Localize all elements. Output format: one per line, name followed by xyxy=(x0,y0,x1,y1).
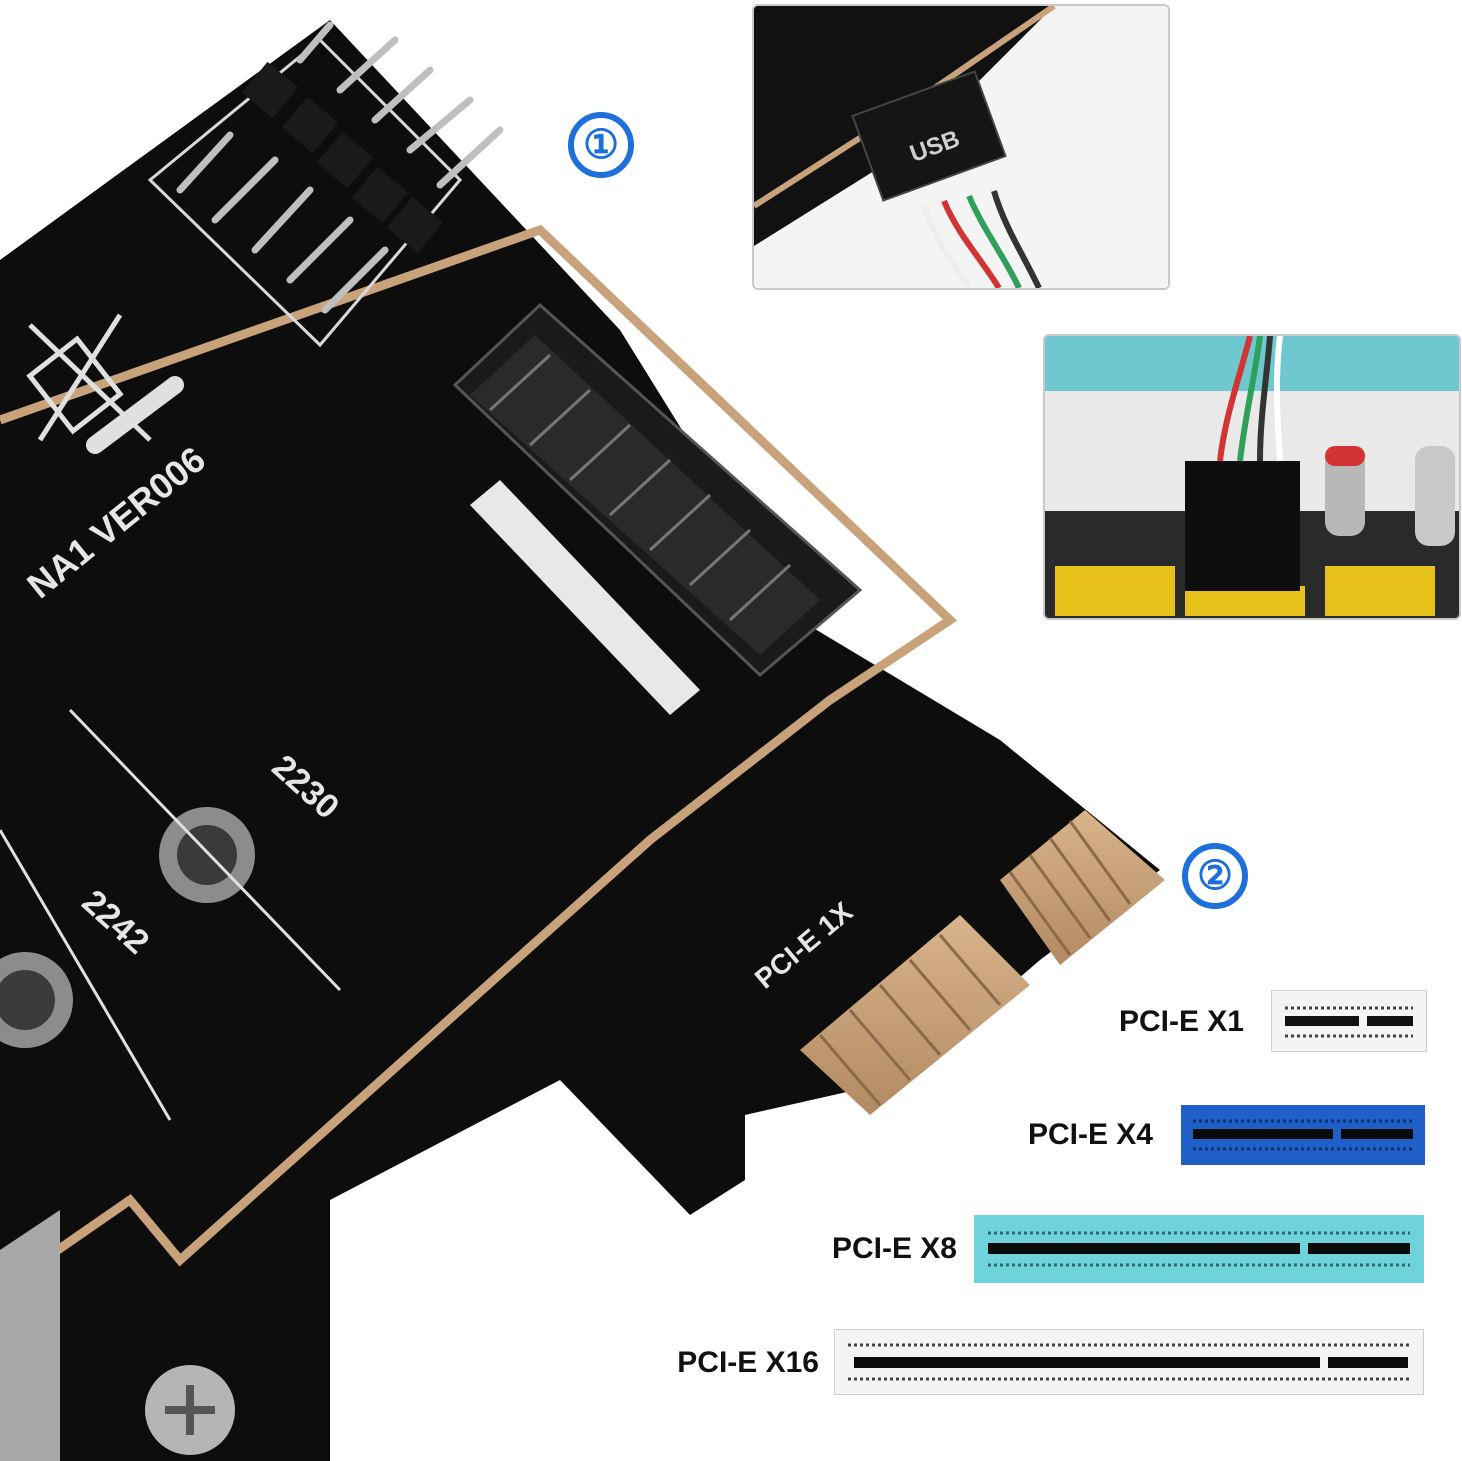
pcie-x16-slot-icon xyxy=(834,1329,1424,1395)
pcb-body xyxy=(0,20,1160,1461)
weee-recycle-icon xyxy=(26,313,184,454)
pcie-x1-gold-fingers xyxy=(800,810,1165,1115)
pcie-x4-slot-icon xyxy=(1181,1105,1425,1165)
standoff-hole-2242 xyxy=(0,952,73,1048)
usb-header-cable-photo: USB xyxy=(752,4,1170,290)
pcie-x8-slot-icon xyxy=(974,1215,1424,1283)
slot-label-x16: PCI-E X16 xyxy=(677,1346,819,1379)
slot-label-x1: PCI-E X1 xyxy=(1118,1005,1244,1038)
slot-label-x8: PCI-E X8 xyxy=(831,1232,957,1265)
metal-bracket xyxy=(0,1210,60,1461)
callout-marker-1: ① xyxy=(568,112,634,178)
motherboard-usb-header-photo xyxy=(1043,334,1461,620)
m2-length-guides xyxy=(0,708,342,1121)
usb-pin-header xyxy=(147,21,504,348)
slot-label-x4: PCI-E X4 xyxy=(1027,1118,1153,1151)
gold-outline-trace xyxy=(0,224,958,1294)
callout-marker-2: ② xyxy=(1182,843,1248,909)
bracket-screw xyxy=(145,1365,235,1455)
pcie-x1-slot-icon xyxy=(1271,990,1427,1052)
m2-socket xyxy=(452,302,863,715)
